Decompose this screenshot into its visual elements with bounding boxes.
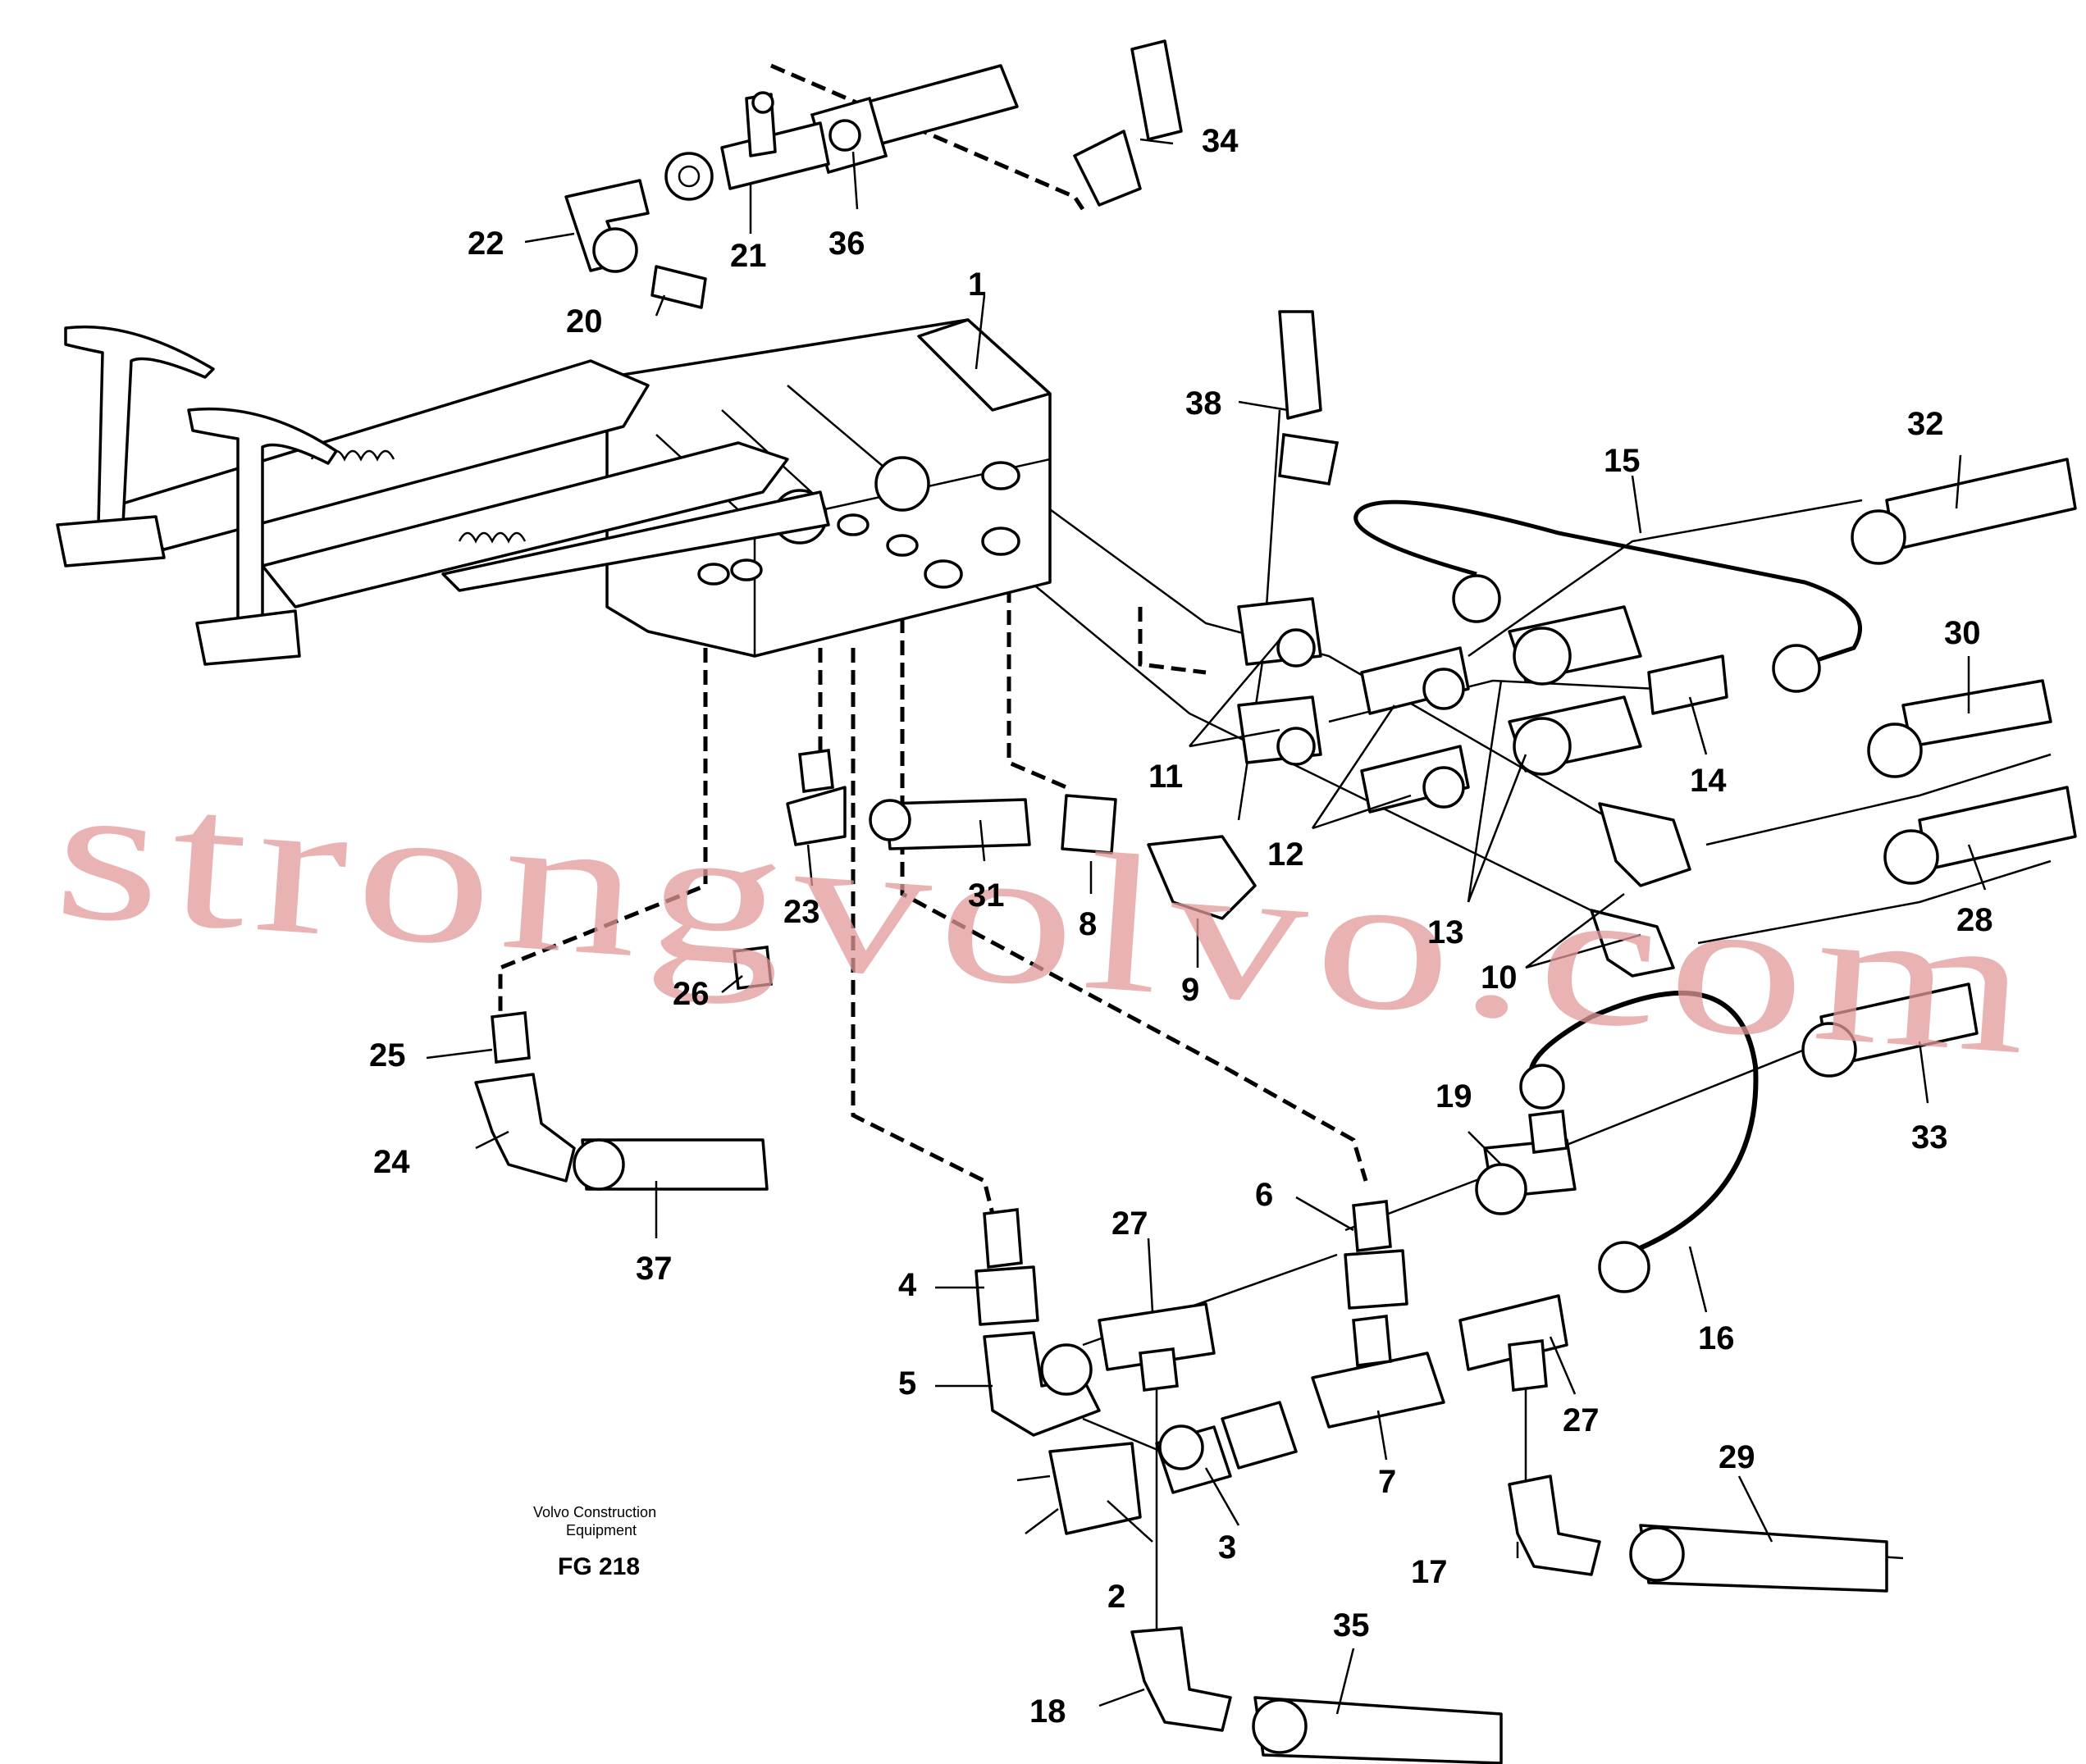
part-label-3: 3 [1218, 1529, 1236, 1566]
part-label-27b: 27 [1563, 1402, 1600, 1438]
part-label-30: 30 [1944, 615, 1981, 651]
part-label-15: 15 [1604, 443, 1641, 479]
leader-lines [426, 138, 1987, 1715]
part-label-6: 6 [1255, 1177, 1273, 1213]
figure-caption: Volvo Construction Equipment FG 218 [533, 1504, 656, 1580]
part-label-38: 38 [1185, 385, 1222, 422]
part-labels: 1 2 3 4 5 6 7 8 9 10 11 12 13 14 15 16 1… [369, 123, 1993, 1730]
part-label-25: 25 [369, 1037, 406, 1073]
part-label-31: 31 [968, 877, 1005, 914]
part-label-29: 29 [1719, 1439, 1755, 1475]
watermark: strongvolvo.com [48, 740, 2044, 1096]
part-label-13: 13 [1427, 914, 1464, 950]
fittings [474, 39, 2077, 1764]
part-label-36: 36 [828, 226, 865, 262]
part-label-19: 19 [1436, 1078, 1472, 1114]
part-label-9: 9 [1181, 972, 1199, 1008]
part-label-27a: 27 [1111, 1206, 1148, 1242]
part-label-28: 28 [1956, 902, 1993, 938]
publisher-line-2: Equipment [566, 1522, 637, 1538]
part-label-17: 17 [1411, 1554, 1448, 1590]
part-label-4: 4 [898, 1267, 917, 1303]
part-label-10: 10 [1481, 959, 1518, 996]
part-label-32: 32 [1907, 406, 1944, 442]
part-label-20: 20 [566, 303, 603, 340]
publisher-line-1: Volvo Construction [533, 1504, 656, 1520]
part-label-14: 14 [1690, 763, 1727, 799]
part-label-11: 11 [1148, 759, 1183, 795]
part-label-35: 35 [1333, 1607, 1370, 1643]
part-label-37: 37 [636, 1251, 673, 1287]
part-label-33: 33 [1911, 1119, 1948, 1155]
part-label-24: 24 [373, 1144, 410, 1180]
part-label-21: 21 [730, 238, 767, 274]
part-label-18: 18 [1029, 1693, 1066, 1730]
pedal-valve-assembly [56, 318, 1052, 666]
part-label-12: 12 [1267, 836, 1304, 873]
figure-code: FG 218 [558, 1553, 640, 1580]
part-label-8: 8 [1079, 906, 1097, 942]
part-label-16: 16 [1698, 1320, 1735, 1356]
part-label-5: 5 [898, 1365, 916, 1402]
part-label-7: 7 [1378, 1464, 1396, 1500]
part-label-1: 1 [968, 267, 986, 303]
part-label-26: 26 [673, 976, 710, 1012]
part-label-2: 2 [1107, 1579, 1125, 1615]
part-label-34: 34 [1202, 123, 1239, 159]
part-label-22: 22 [468, 226, 504, 262]
part-label-23: 23 [783, 894, 820, 930]
